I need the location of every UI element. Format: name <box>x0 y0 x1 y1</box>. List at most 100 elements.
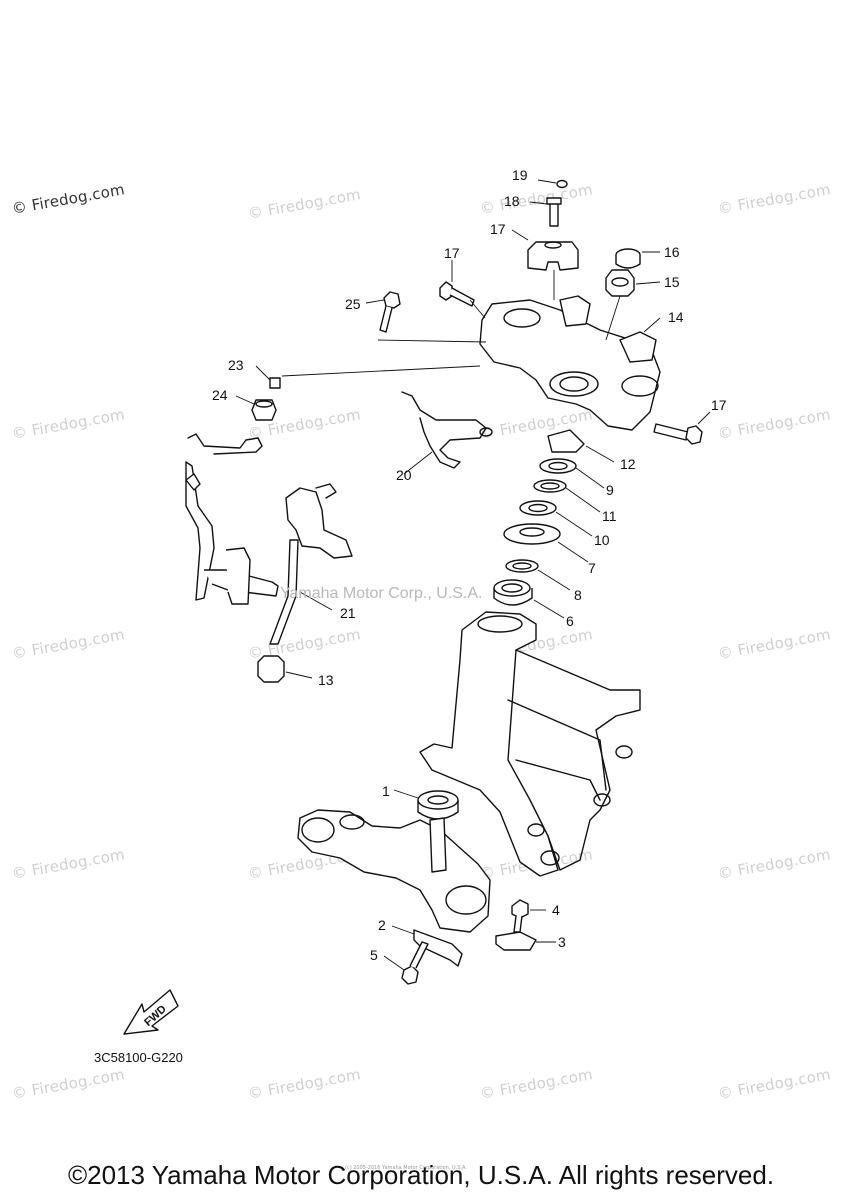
callout-22: 21 <box>340 605 356 621</box>
fine-print: (c) 2005-2016 Yamaha Motor Corporation, … <box>345 1165 467 1171</box>
leader-19 <box>529 201 548 205</box>
callout-17-upper: 17 <box>444 245 460 261</box>
leader-15 <box>635 281 661 285</box>
leader-6 <box>533 599 565 619</box>
leader-7 <box>557 541 589 563</box>
part-18-hole <box>544 241 562 249</box>
diagram-code: 3C58100-G220 <box>94 1050 183 1065</box>
leader-17b <box>697 411 711 425</box>
callout-21: 20 <box>396 467 412 483</box>
frame-inner-tube <box>507 699 607 791</box>
part-7-dust-seal-hole <box>519 527 545 537</box>
callout-18: 17 <box>490 221 506 237</box>
part-17-right-bolt-shank <box>653 423 689 441</box>
part-15-nut-hole <box>611 277 629 287</box>
leader-8 <box>537 569 571 591</box>
part-22-center-plate <box>225 547 251 605</box>
callout-5: 5 <box>370 947 378 963</box>
part-25-bolt-shank <box>379 305 393 333</box>
part-6-bearing-top <box>493 579 531 597</box>
part-14-right-bore <box>621 375 659 397</box>
part-11-washer-hole <box>540 482 560 490</box>
part-19-bolt-head <box>546 197 562 205</box>
ref-line-25 <box>377 339 487 343</box>
leader-21 <box>403 451 433 475</box>
part-22-bracket-right-tab <box>315 483 337 499</box>
part-3-holder <box>495 931 537 951</box>
callout-8: 8 <box>574 587 582 603</box>
callout-13: 13 <box>318 672 334 688</box>
leader-1 <box>393 789 419 799</box>
part-14-center-bore <box>549 371 599 397</box>
part-12-lock-washer <box>547 429 585 453</box>
leader-10 <box>555 511 593 537</box>
callout-7: 7 <box>588 560 596 576</box>
callout-1: 1 <box>382 783 390 799</box>
callout-20: 19 <box>512 167 528 183</box>
part-17-bolt-head <box>439 281 453 301</box>
part-5-bolt-shank <box>409 941 429 969</box>
part-6-bearing-hole <box>501 583 523 593</box>
part-1-bearing-top <box>417 790 459 810</box>
leader-2 <box>391 925 415 935</box>
leader-20 <box>537 179 557 184</box>
part-22-clip <box>185 473 201 491</box>
part-22-rod-right <box>269 539 299 645</box>
part-5-bolt-head <box>401 965 419 985</box>
frame-down-tube <box>515 759 601 801</box>
leader-23 <box>255 365 271 381</box>
part-24-grommet <box>251 399 277 421</box>
part-14-upper-bracket <box>479 299 661 431</box>
part-20-screw <box>556 179 568 189</box>
steering-stem <box>429 817 447 873</box>
frame-mount-front <box>527 823 545 837</box>
leader-18 <box>511 229 529 241</box>
callout-3: 3 <box>558 934 566 950</box>
part-22-bracket-right <box>285 487 353 559</box>
part-17-right-bolt-head <box>685 425 703 445</box>
callout-16: 16 <box>664 244 680 260</box>
callout-12: 12 <box>620 456 636 472</box>
part-7-dust-seal <box>503 523 561 545</box>
part-4-bolt-head <box>511 899 529 919</box>
part-14-center-bore-inner <box>559 376 589 392</box>
part-11-washer <box>533 479 567 493</box>
callout-4: 4 <box>552 902 560 918</box>
lower-bracket-clamp <box>339 814 365 830</box>
part-22-bracket-top-left <box>187 433 263 455</box>
frame-mount-upper <box>615 745 633 759</box>
leader-11 <box>565 487 601 513</box>
frame-steering-head <box>419 611 559 877</box>
callout-17-right: 17 <box>711 397 727 413</box>
part-9-ring-nut-hole <box>548 461 568 471</box>
callout-6: 6 <box>566 613 574 629</box>
lower-bracket-right-bore <box>445 885 487 915</box>
ref-line-17a <box>469 299 486 319</box>
callout-9: 9 <box>606 482 614 498</box>
part-14-left-bore <box>503 308 541 328</box>
part-15-nut <box>605 269 635 297</box>
frame-mount-bottom <box>540 850 560 866</box>
part-24-grommet-top <box>255 400 273 408</box>
callout-15: 15 <box>664 274 680 290</box>
part-14-handlebar-mount-right <box>619 331 657 363</box>
fwd-arrow-icon <box>123 989 179 1035</box>
leader-13 <box>285 671 313 679</box>
frame-mount-lower <box>593 793 611 807</box>
part-25-bolt-head <box>383 291 401 309</box>
part-21-cable-guide <box>401 391 487 469</box>
frame-head-top <box>477 615 523 633</box>
leader-9 <box>575 467 605 489</box>
part-14-handlebar-mount-left <box>559 295 591 327</box>
part-17-bolt-shank <box>449 287 475 307</box>
part-1-bearing-hole <box>427 795 449 805</box>
leader-22 <box>299 591 333 611</box>
leader-14 <box>643 317 661 333</box>
part-8-race-hole <box>512 562 532 570</box>
leader-5 <box>383 955 405 971</box>
callout-2: 2 <box>378 917 386 933</box>
part-22-rod-left <box>185 461 215 601</box>
callout-19: 18 <box>504 193 520 209</box>
leader-24 <box>235 395 255 405</box>
